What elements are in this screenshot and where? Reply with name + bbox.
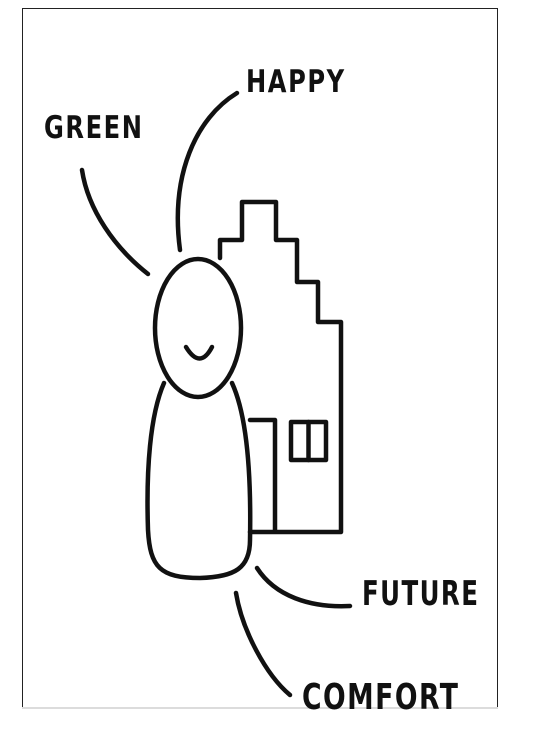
house-door	[247, 417, 278, 533]
image-frame	[22, 8, 498, 708]
person-head	[152, 256, 244, 400]
connector-comfort	[233, 590, 293, 698]
person-body	[145, 380, 253, 581]
label-future: FUTURE	[362, 574, 480, 614]
label-comfort: COMFORT	[302, 677, 460, 718]
frame-bottom-edge	[22, 707, 498, 709]
label-happy: HAPPY	[246, 64, 346, 100]
house-outline	[217, 199, 344, 535]
label-green: GREEN	[44, 110, 144, 146]
connector-happy	[175, 90, 240, 253]
connector-future	[254, 565, 353, 609]
person-smile	[183, 344, 215, 361]
connector-green	[79, 167, 151, 277]
